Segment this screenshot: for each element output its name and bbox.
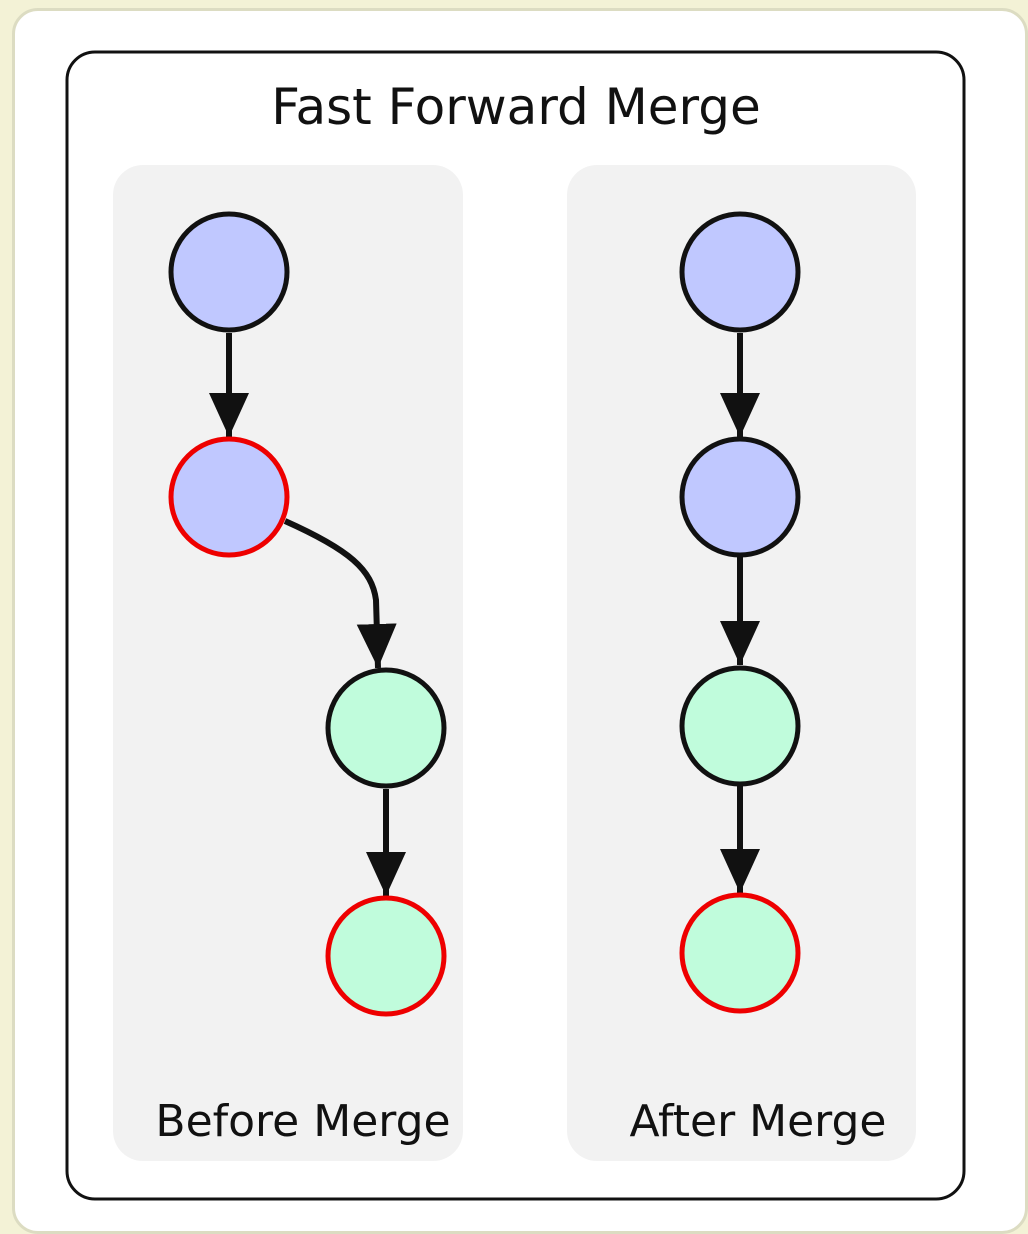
after-merge-label: After Merge	[630, 1096, 887, 1147]
before-commit-node	[168, 211, 290, 333]
before-edge-2-3	[283, 518, 397, 669]
before-commit-node	[168, 436, 290, 558]
diagram-title: Fast Forward Merge	[271, 78, 760, 136]
before-merge-label: Before Merge	[155, 1096, 450, 1147]
after-commit-node	[679, 665, 801, 787]
after-commit-node	[679, 436, 801, 558]
before-commit-node	[325, 895, 447, 1017]
before-commit-node	[325, 667, 447, 789]
before-panel	[113, 165, 463, 1161]
after-commit-node	[679, 211, 801, 333]
after-commit-node	[679, 892, 801, 1014]
